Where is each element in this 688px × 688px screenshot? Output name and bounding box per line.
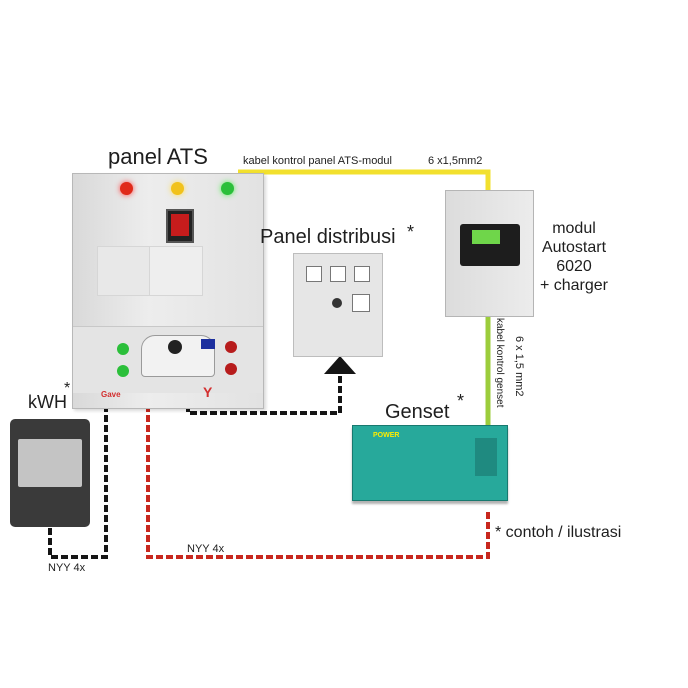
gauge-icon <box>354 266 370 282</box>
red-indicator-lamp <box>120 182 133 195</box>
gauge-icon <box>352 294 370 312</box>
red-push-button <box>225 363 237 375</box>
ats-modul-control-cable <box>238 169 491 192</box>
panel-distribusi-title: Panel distribusi <box>260 226 396 248</box>
genset-ats-power-cable <box>146 405 490 559</box>
cable-label-modul-genset: kabel kontrol genset <box>494 318 505 408</box>
modul-line-1: modul <box>552 220 596 237</box>
cable-size-modul-genset: 6 x 1,5 mm2 <box>513 336 525 397</box>
gauge-icon <box>330 266 346 282</box>
green-indicator-lamp <box>117 343 129 355</box>
panel-window <box>97 246 151 296</box>
yellow-indicator-lamp <box>171 182 184 195</box>
green-indicator-lamp <box>117 365 129 377</box>
asterisk: * <box>457 391 465 411</box>
modul-line-3: 6020 <box>556 258 592 275</box>
panel-window <box>149 246 203 296</box>
control-section <box>73 326 263 393</box>
modul-title: modul Autostart 6020 + charger <box>536 219 612 295</box>
kwh-meter-window <box>18 439 82 487</box>
ats-logo-mark: Y <box>203 384 213 400</box>
controller-lcd <box>472 230 500 244</box>
cable-label-ats-modul: kabel kontrol panel ATS-modul <box>243 155 392 167</box>
selector-switch-icon <box>332 298 342 308</box>
ats-logo: Gave <box>101 390 121 399</box>
panel-ats-device: Gave Y <box>72 173 264 409</box>
panel-ats-title: panel ATS <box>108 144 208 169</box>
asterisk: * <box>407 222 415 242</box>
panel-distribusi-device <box>293 253 383 357</box>
cable-size-ats-modul: 6 x1,5mm2 <box>428 155 483 167</box>
modul-line-2: Autostart <box>541 239 607 256</box>
power-meter-display <box>166 209 194 243</box>
cable-label-genset-ats: NYY 4x <box>187 543 225 555</box>
gauge-icon <box>306 266 322 282</box>
modul-autostart-device <box>445 190 534 317</box>
voltmeter-display <box>201 339 215 349</box>
controller-unit <box>460 224 520 266</box>
green-indicator-lamp <box>221 182 234 195</box>
ats-distribusi-cable <box>186 372 342 415</box>
red-push-button <box>225 341 237 353</box>
genset-control-box <box>475 438 497 476</box>
genset-brand-plate: POWER <box>373 432 400 439</box>
genset-title: Genset <box>385 401 450 423</box>
kwh-ats-power-cable <box>48 405 108 559</box>
modul-line-4: + charger <box>539 277 609 294</box>
genset-device: POWER <box>352 425 508 501</box>
schematic-mimic <box>141 335 215 377</box>
asterisk: * <box>64 380 71 397</box>
cable-label-kwh-ats: NYY 4x <box>48 562 86 574</box>
kwh-title: kWH <box>28 392 67 412</box>
kwh-meter-device <box>10 419 90 527</box>
arrow-up-icon <box>324 356 356 374</box>
footnote: * contoh / ilustrasi <box>495 524 622 541</box>
